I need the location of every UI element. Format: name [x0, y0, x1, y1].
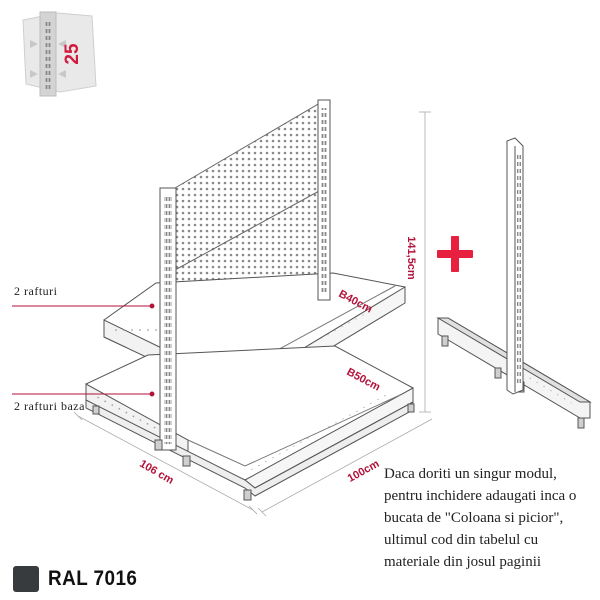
dimension-lines	[73, 111, 433, 517]
badge-number: 25	[62, 43, 83, 65]
note-line: ultimul cod din tabelul cu	[384, 532, 539, 548]
color-code: RAL 7016	[13, 566, 147, 592]
side-label: 106 cm	[137, 458, 175, 487]
callout-base-shelves: 2 rafturi baza	[14, 399, 85, 413]
color-swatch	[13, 566, 39, 592]
assembly-note: Daca doriti un singur modul, pentru inch…	[384, 463, 598, 573]
note-line: materiale din josul paginii	[384, 554, 542, 570]
plus-icon	[437, 236, 473, 272]
callout-top-shelves: 2 rafturi	[14, 284, 58, 298]
length-dimension-line	[261, 418, 433, 513]
color-code-label: RAL 7016	[48, 567, 138, 590]
side-dimension-line	[77, 415, 254, 511]
note-line: bucata de "Coloana si picior",	[384, 510, 564, 526]
note-line: pentru inchidere adaugati inca o	[384, 488, 577, 504]
upright-badge: 25	[22, 11, 97, 97]
length-label: 100cm	[346, 458, 382, 485]
column-and-foot-piece	[436, 137, 592, 429]
shelving-unit	[85, 99, 415, 501]
callout-lines	[12, 303, 155, 397]
note-line: Daca doriti un singur modul,	[384, 466, 557, 482]
height-label: 141,5cm	[405, 236, 417, 280]
